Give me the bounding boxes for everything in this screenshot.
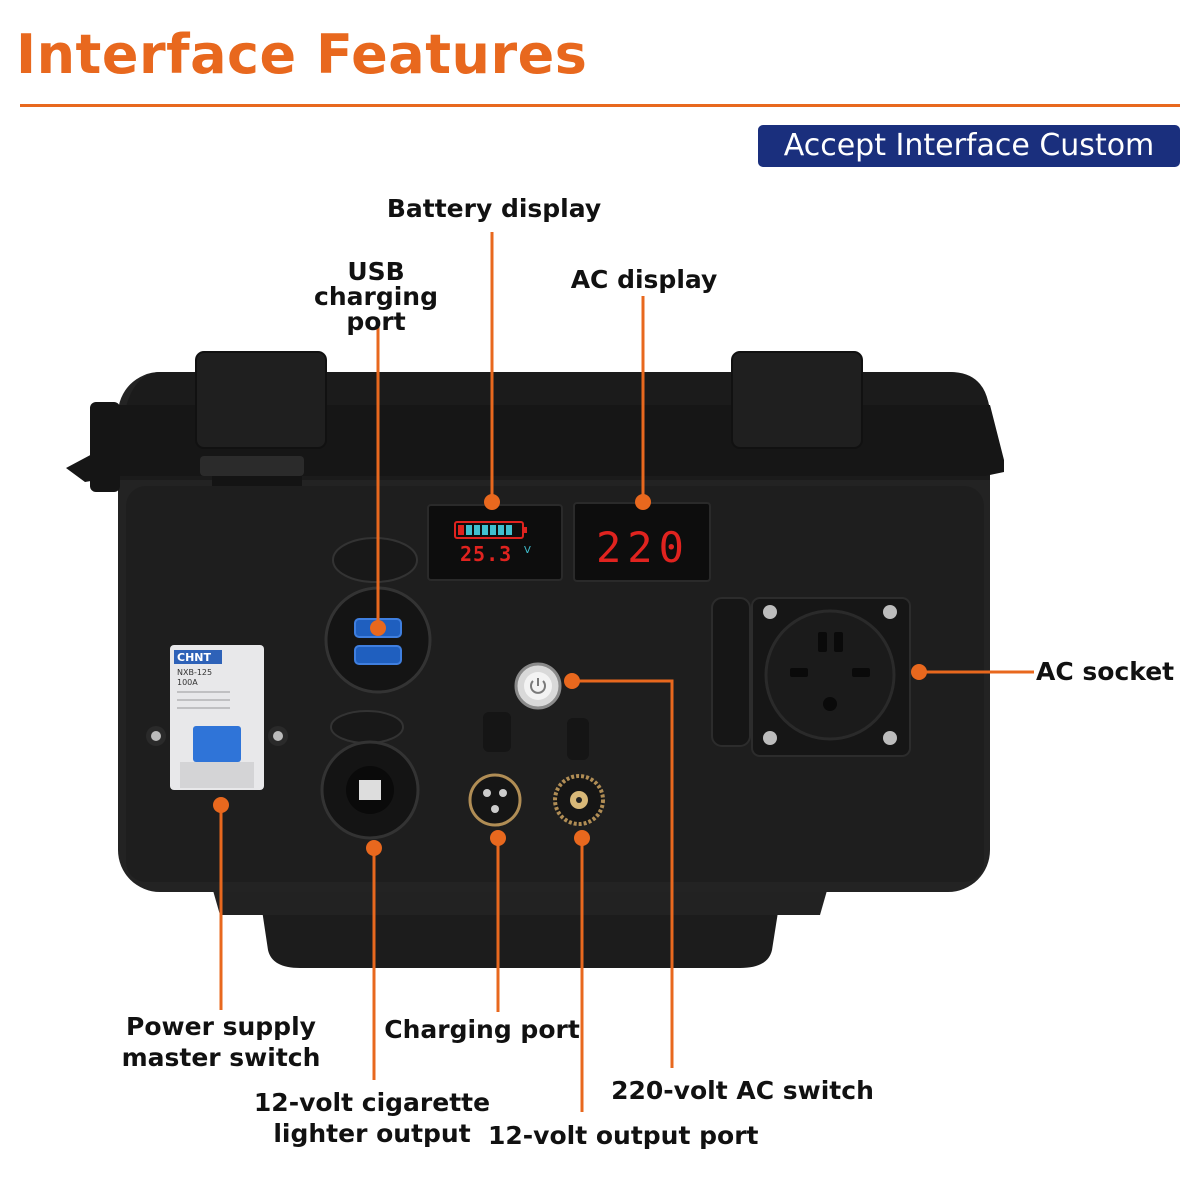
label-ac-display: AC display [570,265,718,294]
custom-badge: Accept Interface Custom [758,125,1180,167]
breaker-lever [193,726,241,762]
label-cigarette-lighter-output: 12-volt cigarette lighter output [253,1088,491,1149]
label-output-port: 12-volt output port [488,1121,759,1150]
breaker-rating: 100A [177,678,198,687]
hinge-right [731,351,863,449]
breaker-model: NXB-125 [177,668,212,677]
battery-readout: 25.3 [460,542,512,566]
usb-cap [332,537,418,583]
page-title: Interface Features [16,23,588,86]
breaker-brand: CHNT [177,651,211,664]
ac-readout: 220 [596,523,690,572]
ac-socket-cover [711,597,751,747]
label-usb-charging-port: USB charging port [314,257,438,336]
hinge-left [195,351,327,449]
marker-output-port [574,830,590,846]
marker-ac-socket [911,664,927,680]
label-power-supply-master-switch: Power supply master switch [121,1012,321,1073]
marker-battery-display [484,494,500,510]
marker-cigarette-lighter [366,840,382,856]
usb-port-b [354,645,402,665]
marker-charging-port [490,830,506,846]
label-ac-socket: AC socket [1036,657,1175,686]
charging-port-socket [468,773,522,827]
marker-master-switch [213,797,229,813]
battery-unit: V [524,545,531,556]
label-battery-display: Battery display [386,194,602,223]
label-charging-port: Charging port [384,1015,580,1044]
title-divider [20,104,1180,107]
marker-usb-port [370,620,386,636]
marker-ac-display [635,494,651,510]
label-ac-switch: 220-volt AC switch [611,1076,874,1105]
marker-ac-switch [564,673,580,689]
